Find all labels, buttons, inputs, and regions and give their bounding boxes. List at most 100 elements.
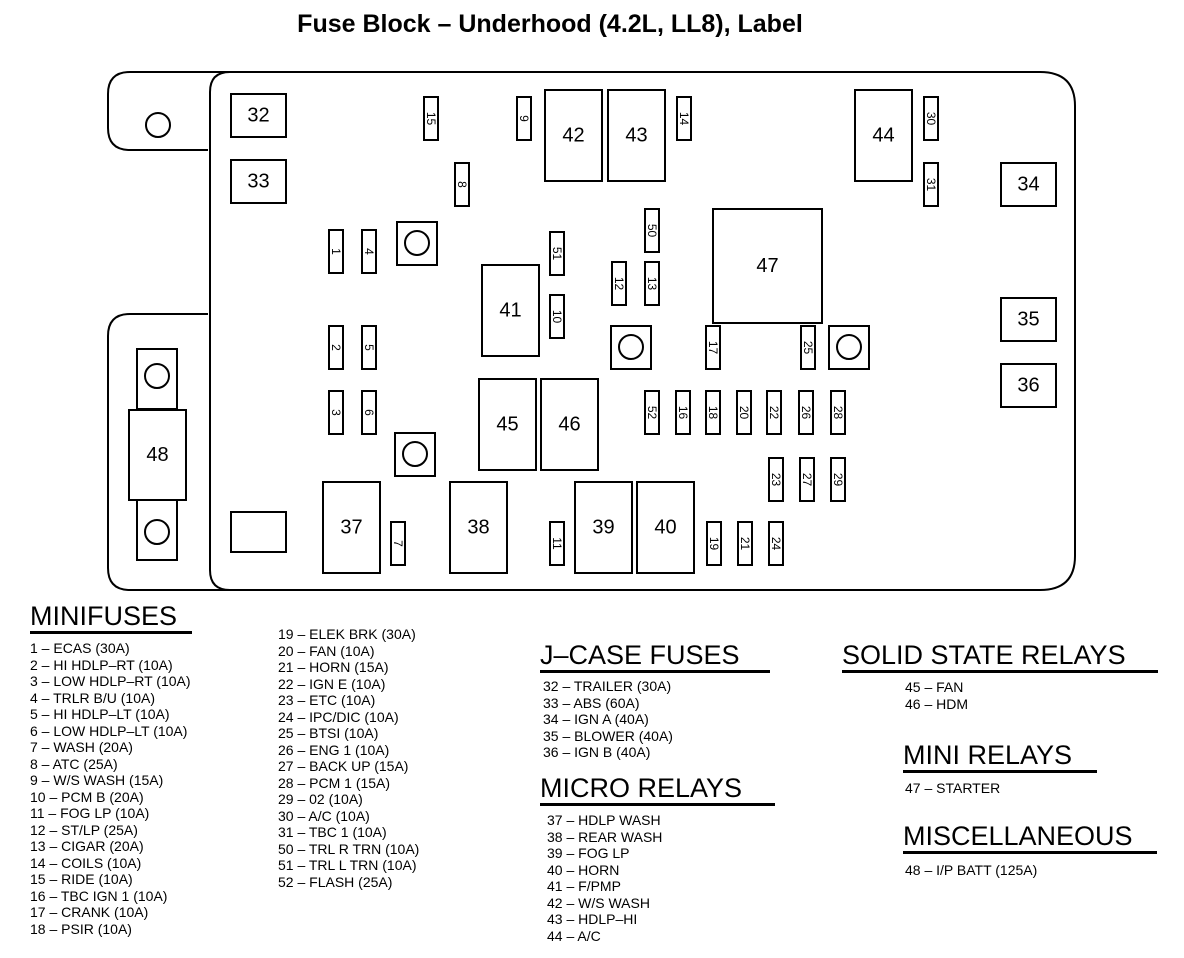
legend-entry: 30 – A/C (10A): [278, 807, 370, 824]
legend-entry: 28 – PCM 1 (15A): [278, 774, 391, 791]
fuse-17: 17: [705, 325, 721, 370]
fuse-label: 45: [496, 414, 518, 436]
legend-entry: 34 – IGN A (40A): [543, 711, 649, 727]
fuse-29: 29: [830, 457, 846, 502]
legend-entry: 50 – TRL R TRN (10A): [278, 840, 420, 857]
fuse-16: 16: [675, 390, 691, 435]
fuse-4: 4: [361, 229, 377, 274]
terminal-bolt: [144, 363, 170, 389]
fuse-label: 36: [1017, 375, 1039, 397]
fuse-label: 34: [1017, 174, 1039, 196]
fuse-label: 2: [329, 344, 343, 351]
legend-entry: 47 – STARTER: [905, 780, 1001, 796]
fuse-label: 33: [247, 171, 269, 193]
legend-entry: 41 – F/PMP: [547, 878, 621, 894]
fuse-45: 45: [478, 378, 537, 471]
fuse-19: 19: [706, 521, 722, 566]
fuse-label: 29: [831, 473, 845, 487]
fuse-label: 16: [676, 406, 690, 420]
legend-entry: 12 – ST/LP (25A): [30, 821, 138, 838]
legend-entry: 3 – LOW HDLP–RT (10A): [30, 673, 191, 689]
fuse-label: 9: [517, 115, 531, 122]
legend-entry: 11 – FOG LP (10A): [30, 805, 150, 821]
fuse-48: 48: [128, 409, 187, 501]
legend-entry: 37 – HDLP WASH: [547, 812, 661, 828]
legend-entry: 51 – TRL L TRN (10A): [278, 857, 417, 873]
fuse-label: 7: [391, 540, 405, 547]
fuse-3: 3: [328, 390, 344, 435]
fuse-23: 23: [768, 457, 784, 502]
fuse-13: 13: [644, 261, 660, 306]
legend-entry: 36 – IGN B (40A): [543, 744, 651, 760]
legend-entry: 17 – CRANK (10A): [30, 904, 149, 920]
fuse-label: 43: [625, 125, 647, 147]
fuse-50: 50: [644, 208, 660, 253]
fuse-21: 21: [737, 521, 753, 566]
fuse-label: 21: [738, 537, 752, 551]
fuse-label: 26: [799, 406, 813, 420]
fuse-10: 10: [549, 294, 565, 339]
jcase-list: 32 – TRAILER (30A)33 – ABS (60A)34 – IGN…: [543, 678, 673, 761]
fuse-26: 26: [798, 390, 814, 435]
minifuses-list-1: 1 – ECAS (30A)2 – HI HDLP–RT (10A)3 – LO…: [30, 640, 191, 937]
fuse-39: 39: [574, 481, 633, 574]
fuse-label: 18: [706, 406, 720, 420]
fuse-24: 24: [768, 521, 784, 566]
fuse-8: 8: [454, 162, 470, 207]
minifuses-heading: MINIFUSES: [30, 601, 192, 634]
fuse-25: 25: [800, 325, 816, 370]
fuse-20: 20: [736, 390, 752, 435]
legend-entry: 1 – ECAS (30A): [30, 640, 130, 656]
legend-entry: 46 – HDM: [905, 695, 969, 712]
legend-entry: 9 – W/S WASH (15A): [30, 772, 164, 788]
legend-entry: 26 – ENG 1 (10A): [278, 741, 390, 758]
fuse-label: 35: [1017, 309, 1039, 331]
fuse-label: 46: [558, 414, 580, 436]
fuse-44: 44: [854, 89, 913, 182]
fuse-label: 47: [756, 255, 778, 277]
fuse-36: 36: [1000, 363, 1057, 408]
legend-entry: 15 – RIDE (10A): [30, 871, 133, 887]
legend-entry: 45 – FAN: [905, 679, 964, 695]
legend-entry: 21 – HORN (15A): [278, 659, 389, 675]
fuse-31: 31: [923, 162, 939, 207]
legend-entry: 29 – 02 (10A): [278, 791, 363, 807]
legend-entry: 35 – BLOWER (40A): [543, 727, 673, 744]
legend-entry: 14 – COILS (10A): [30, 854, 142, 871]
stud-bolt: [404, 230, 430, 256]
fuse-label: 22: [767, 406, 781, 420]
jcase-heading: J–CASE FUSES: [540, 640, 770, 673]
micro-relays-heading: MICRO RELAYS: [540, 773, 775, 806]
fuse-46: 46: [540, 378, 599, 471]
legend-entry: 43 – HDLP–HI: [547, 911, 638, 927]
fuse-22: 22: [766, 390, 782, 435]
fuse-2: 2: [328, 325, 344, 370]
fuse-30: 30: [923, 96, 939, 141]
fuse-42: 42: [544, 89, 603, 182]
fuse-33: 33: [230, 159, 287, 204]
legend-entry: 19 – ELEK BRK (30A): [278, 626, 416, 642]
mini-relays-heading: MINI RELAYS: [903, 740, 1097, 773]
fuse-43: 43: [607, 89, 666, 182]
fuse-label: 23: [769, 473, 783, 487]
fuse-label: 51: [550, 247, 564, 261]
legend-entry: 44 – A/C: [547, 927, 601, 944]
fuse-37: 37: [322, 481, 381, 574]
fuse-label: 12: [612, 277, 626, 291]
fuse-label: 20: [737, 406, 751, 420]
fuse-label: 28: [831, 406, 845, 420]
legend-entry: 22 – IGN E (10A): [278, 675, 386, 692]
fuse-label: 40: [654, 517, 676, 539]
fuse-label: 25: [801, 341, 815, 355]
fuse-6: 6: [361, 390, 377, 435]
legend-entry: 16 – TBC IGN 1 (10A): [30, 887, 168, 904]
fuse-label: 39: [592, 517, 614, 539]
fuse-label: 3: [329, 409, 343, 416]
legend-entry: 52 – FLASH (25A): [278, 873, 393, 890]
mounting-stud: [394, 432, 436, 477]
legend-entry: 32 – TRAILER (30A): [543, 678, 672, 694]
minifuses-list-2: 19 – ELEK BRK (30A)20 – FAN (10A)21 – HO…: [278, 626, 419, 890]
miscellaneous-list: 48 – I/P BATT (125A): [905, 862, 1037, 879]
